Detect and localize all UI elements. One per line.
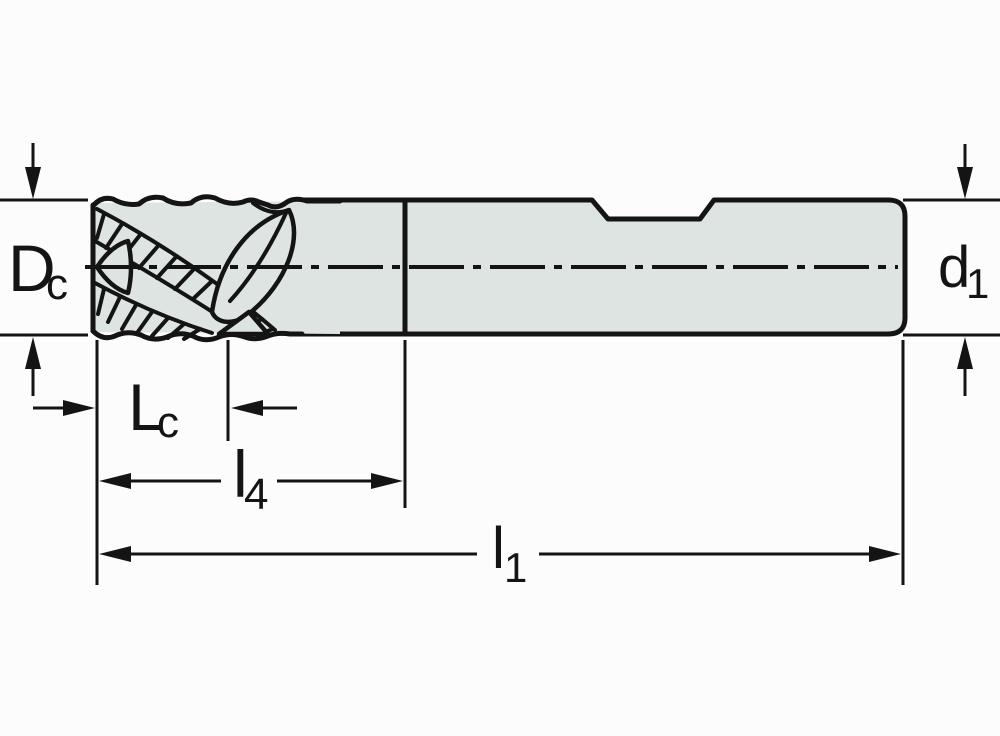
l1-arrowhead-left <box>99 546 131 562</box>
dc-arrowhead-up <box>25 337 41 369</box>
label-l4-sub: 4 <box>244 470 268 519</box>
dim-l1 <box>99 340 905 585</box>
d1-arrowhead-down <box>957 167 973 199</box>
lc-arrowhead-right <box>231 400 263 416</box>
l4-arrowhead-right <box>371 473 403 489</box>
label-l4-main: l <box>233 437 248 511</box>
label-dc-main: D <box>8 231 56 305</box>
head-bottom-edge <box>90 328 305 343</box>
lc-arrowhead-left <box>63 400 95 416</box>
l4-arrowhead-left <box>99 473 131 489</box>
dim-dc <box>0 143 88 396</box>
label-dc-sub: c <box>46 260 68 309</box>
label-d1-sub: 1 <box>966 260 989 307</box>
label-d1-main: d <box>938 235 970 300</box>
label-lc-main: L <box>128 370 165 444</box>
dim-l4 <box>99 340 407 508</box>
label-l1-main: l <box>492 516 505 581</box>
dc-arrowhead-down <box>25 167 41 199</box>
dim-lc <box>33 340 297 585</box>
flute-runout-curve <box>251 201 291 215</box>
hatch-strokes-b <box>96 287 202 341</box>
head-top-edge <box>90 194 343 210</box>
flute-inner-edge <box>228 211 288 303</box>
dim-d1 <box>903 144 1000 396</box>
d1-arrowhead-up <box>957 337 973 369</box>
label-l1-sub: 1 <box>504 544 527 591</box>
l1-arrowhead-right <box>869 546 901 562</box>
label-lc-sub: c <box>157 398 179 447</box>
shank-outline <box>297 197 908 337</box>
flute-exit-notch <box>216 309 271 337</box>
flute-hatch-band-b <box>93 281 214 341</box>
labels: D c d 1 L c l 4 l 1 <box>8 231 989 591</box>
